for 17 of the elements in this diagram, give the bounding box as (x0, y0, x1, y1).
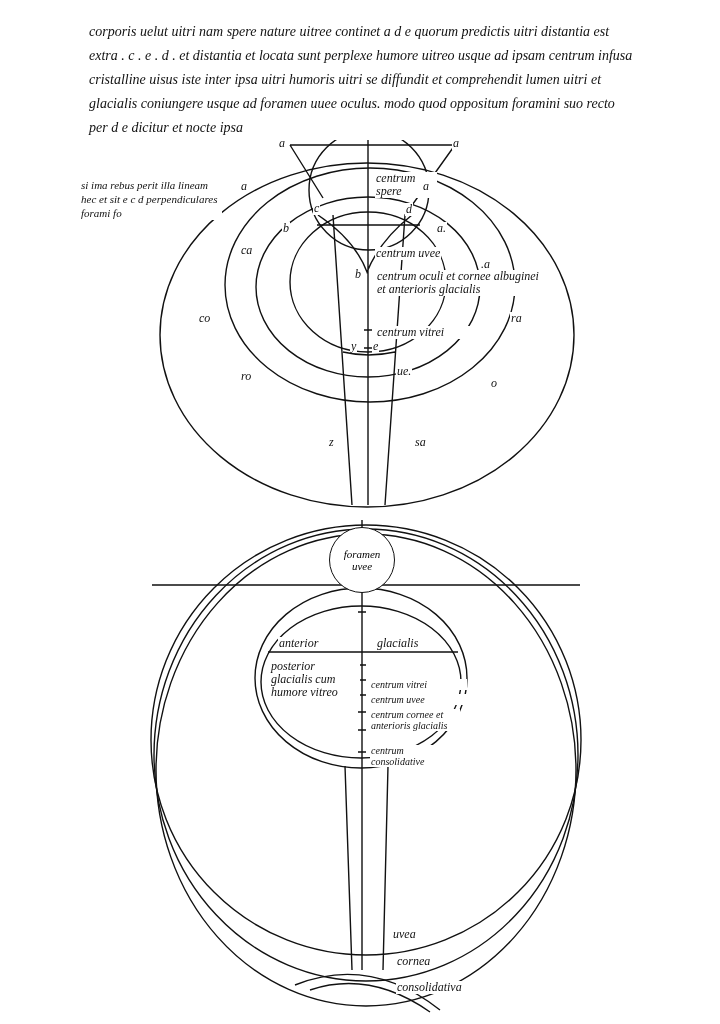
part-label: centrum vitrei (370, 679, 467, 690)
point-letter: c (313, 202, 321, 215)
point-letter: d (405, 203, 413, 216)
part-label: centrum cornee et anterioris glacialis (370, 709, 460, 731)
part-label: glacialis (376, 637, 420, 650)
layer-label: consolidativa (396, 981, 463, 994)
part-label: anterior (278, 637, 320, 650)
part-label: posterior glacialis cum humore vitreo (270, 660, 360, 699)
aperture-circle (329, 527, 395, 593)
part-label: centrum uvee (375, 247, 442, 260)
point-letter: a. (436, 222, 447, 235)
part-letters: ra (510, 312, 523, 325)
node-label: foramen uvee (342, 548, 382, 572)
part-letters: ue. (396, 365, 413, 378)
point-letter: b (354, 268, 362, 281)
part-label: centrum uvee (370, 694, 467, 705)
point-letter: b (282, 222, 290, 235)
